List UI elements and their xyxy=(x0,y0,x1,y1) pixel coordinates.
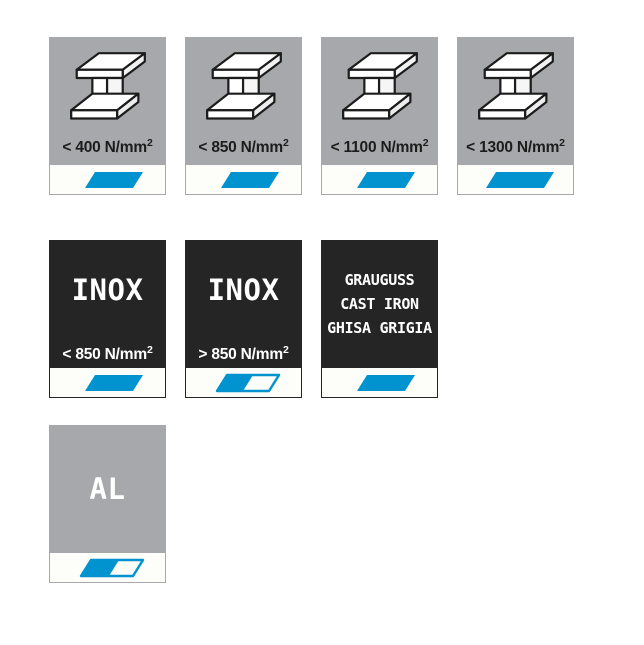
strength-caption: > 850 N/mm2 xyxy=(198,343,289,363)
card-body: < 1100 N/mm2 xyxy=(321,37,438,165)
fill-indicator xyxy=(321,368,438,398)
card-body: < 1300 N/mm2 xyxy=(457,37,574,165)
fill-parallelogram-full xyxy=(356,171,415,188)
legend-card-steel-400[interactable]: < 400 N/mm2 xyxy=(49,37,166,195)
card-body: AL xyxy=(49,425,166,553)
strength-caption: < 1300 N/mm2 xyxy=(466,136,565,156)
unit-superscript: 2 xyxy=(146,343,153,356)
fill-indicator xyxy=(457,165,574,195)
wordmark-line-en: CAST IRON xyxy=(340,294,419,313)
material-wordmark-multiline: GRAUGUSS CAST IRON GHISA GRIGIA xyxy=(321,240,438,368)
strength-caption: < 850 N/mm2 xyxy=(62,343,153,363)
unit-superscript: 2 xyxy=(282,136,289,149)
legend-card-steel-1300[interactable]: < 1300 N/mm2 xyxy=(457,37,574,195)
unit-superscript: 2 xyxy=(282,343,289,356)
legend-card-steel-850[interactable]: < 850 N/mm2 xyxy=(185,37,302,195)
material-wordmark: AL xyxy=(89,471,126,506)
strength-caption: < 1100 N/mm2 xyxy=(330,136,429,156)
i-beam-icon xyxy=(69,51,146,120)
fill-parallelogram-partial xyxy=(79,558,144,577)
unit-superscript: 2 xyxy=(422,136,429,149)
fill-indicator xyxy=(185,368,302,398)
i-beam-icon xyxy=(205,51,282,120)
strength-caption: < 850 N/mm2 xyxy=(198,136,289,156)
legend-card-aluminium[interactable]: AL xyxy=(49,425,166,583)
strength-caption: < 400 N/mm2 xyxy=(62,136,153,156)
wordmark-line-de: GRAUGUSS xyxy=(344,270,415,289)
fill-indicator xyxy=(185,165,302,195)
wordmark-line-it: GHISA GRIGIA xyxy=(327,318,432,337)
unit-superscript: 2 xyxy=(559,136,565,149)
fill-indicator xyxy=(49,165,166,195)
legend-card-cast-iron[interactable]: GRAUGUSS CAST IRON GHISA GRIGIA xyxy=(321,240,438,398)
i-beam-icon xyxy=(477,51,554,120)
card-body: < 850 N/mm2 xyxy=(185,37,302,165)
card-body: INOX < 850 N/mm2 xyxy=(49,240,166,368)
legend-card-steel-1100[interactable]: < 1100 N/mm2 xyxy=(321,37,438,195)
fill-parallelogram-full xyxy=(220,171,279,188)
fill-parallelogram-full xyxy=(485,171,554,188)
fill-indicator xyxy=(49,553,166,583)
material-wordmark: INOX xyxy=(71,273,144,307)
fill-parallelogram-full xyxy=(356,374,415,391)
fill-parallelogram-full xyxy=(84,374,143,391)
card-body: GRAUGUSS CAST IRON GHISA GRIGIA xyxy=(321,240,438,368)
fill-indicator xyxy=(321,165,438,195)
fill-parallelogram-full xyxy=(84,171,143,188)
legend-card-inox-below-850[interactable]: INOX < 850 N/mm2 xyxy=(49,240,166,398)
material-wordmark: INOX xyxy=(207,273,280,307)
i-beam-icon xyxy=(341,51,418,120)
card-body: < 400 N/mm2 xyxy=(49,37,166,165)
card-body: INOX > 850 N/mm2 xyxy=(185,240,302,368)
legend-card-inox-above-850[interactable]: INOX > 850 N/mm2 xyxy=(185,240,302,398)
fill-parallelogram-half xyxy=(215,373,280,392)
fill-indicator xyxy=(49,368,166,398)
unit-superscript: 2 xyxy=(146,136,153,149)
